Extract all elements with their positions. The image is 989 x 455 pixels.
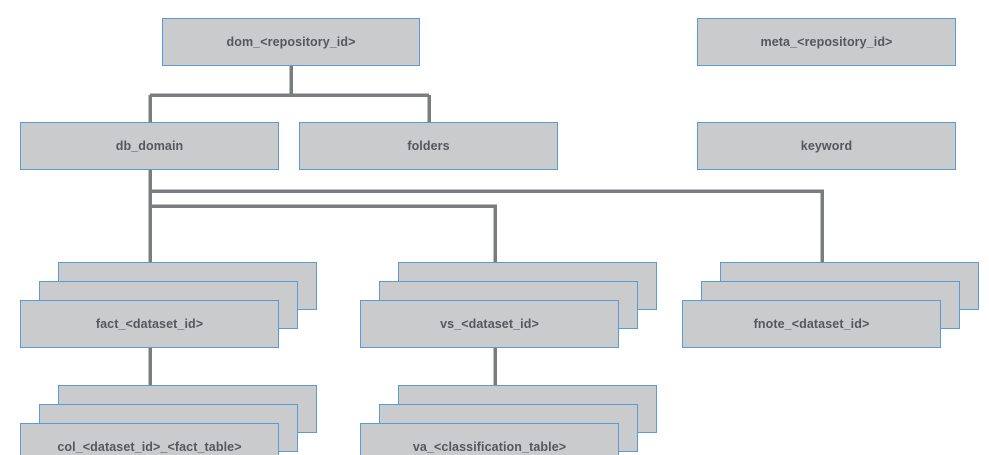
- node-label-folders: folders: [407, 138, 450, 153]
- node-label-keyword: keyword: [800, 138, 853, 153]
- stack-layer-front[interactable]: col_<dataset_id>_<fact_table>: [20, 423, 279, 455]
- node-keyword[interactable]: keyword: [697, 122, 956, 170]
- stack-layer-front[interactable]: vs_<dataset_id>: [360, 300, 619, 348]
- node-label-col-dataset-id-fact-table: col_<dataset_id>_<fact_table>: [57, 439, 242, 454]
- stack-layer-front[interactable]: fact_<dataset_id>: [20, 300, 279, 348]
- node-stack-col-dataset-id-fact-table[interactable]: col_<dataset_id>_<fact_table>: [20, 385, 317, 455]
- node-label-fnote-dataset-id: fnote_<dataset_id>: [753, 316, 870, 331]
- node-label-fact-dataset-id: fact_<dataset_id>: [95, 316, 204, 331]
- node-label-db-domain: db_domain: [115, 138, 184, 153]
- node-label-dom-repository-id: dom_<repository_id>: [226, 34, 356, 49]
- node-meta-repository-id[interactable]: meta_<repository_id>: [697, 18, 956, 66]
- node-label-va-classification-table: va_<classification_table>: [412, 439, 567, 454]
- node-stack-fnote-dataset-id[interactable]: fnote_<dataset_id>: [682, 262, 979, 348]
- node-folders[interactable]: folders: [299, 122, 558, 170]
- node-stack-vs-dataset-id[interactable]: vs_<dataset_id>: [360, 262, 657, 348]
- node-label-meta-repository-id: meta_<repository_id>: [760, 34, 893, 49]
- node-stack-fact-dataset-id[interactable]: fact_<dataset_id>: [20, 262, 317, 348]
- node-dom-repository-id[interactable]: dom_<repository_id>: [162, 18, 420, 66]
- node-label-vs-dataset-id: vs_<dataset_id>: [440, 316, 539, 331]
- stack-layer-front[interactable]: fnote_<dataset_id>: [682, 300, 941, 348]
- node-stack-va-classification-table[interactable]: va_<classification_table>: [360, 385, 657, 455]
- node-db-domain[interactable]: db_domain: [20, 122, 279, 170]
- stack-layer-front[interactable]: va_<classification_table>: [360, 423, 619, 455]
